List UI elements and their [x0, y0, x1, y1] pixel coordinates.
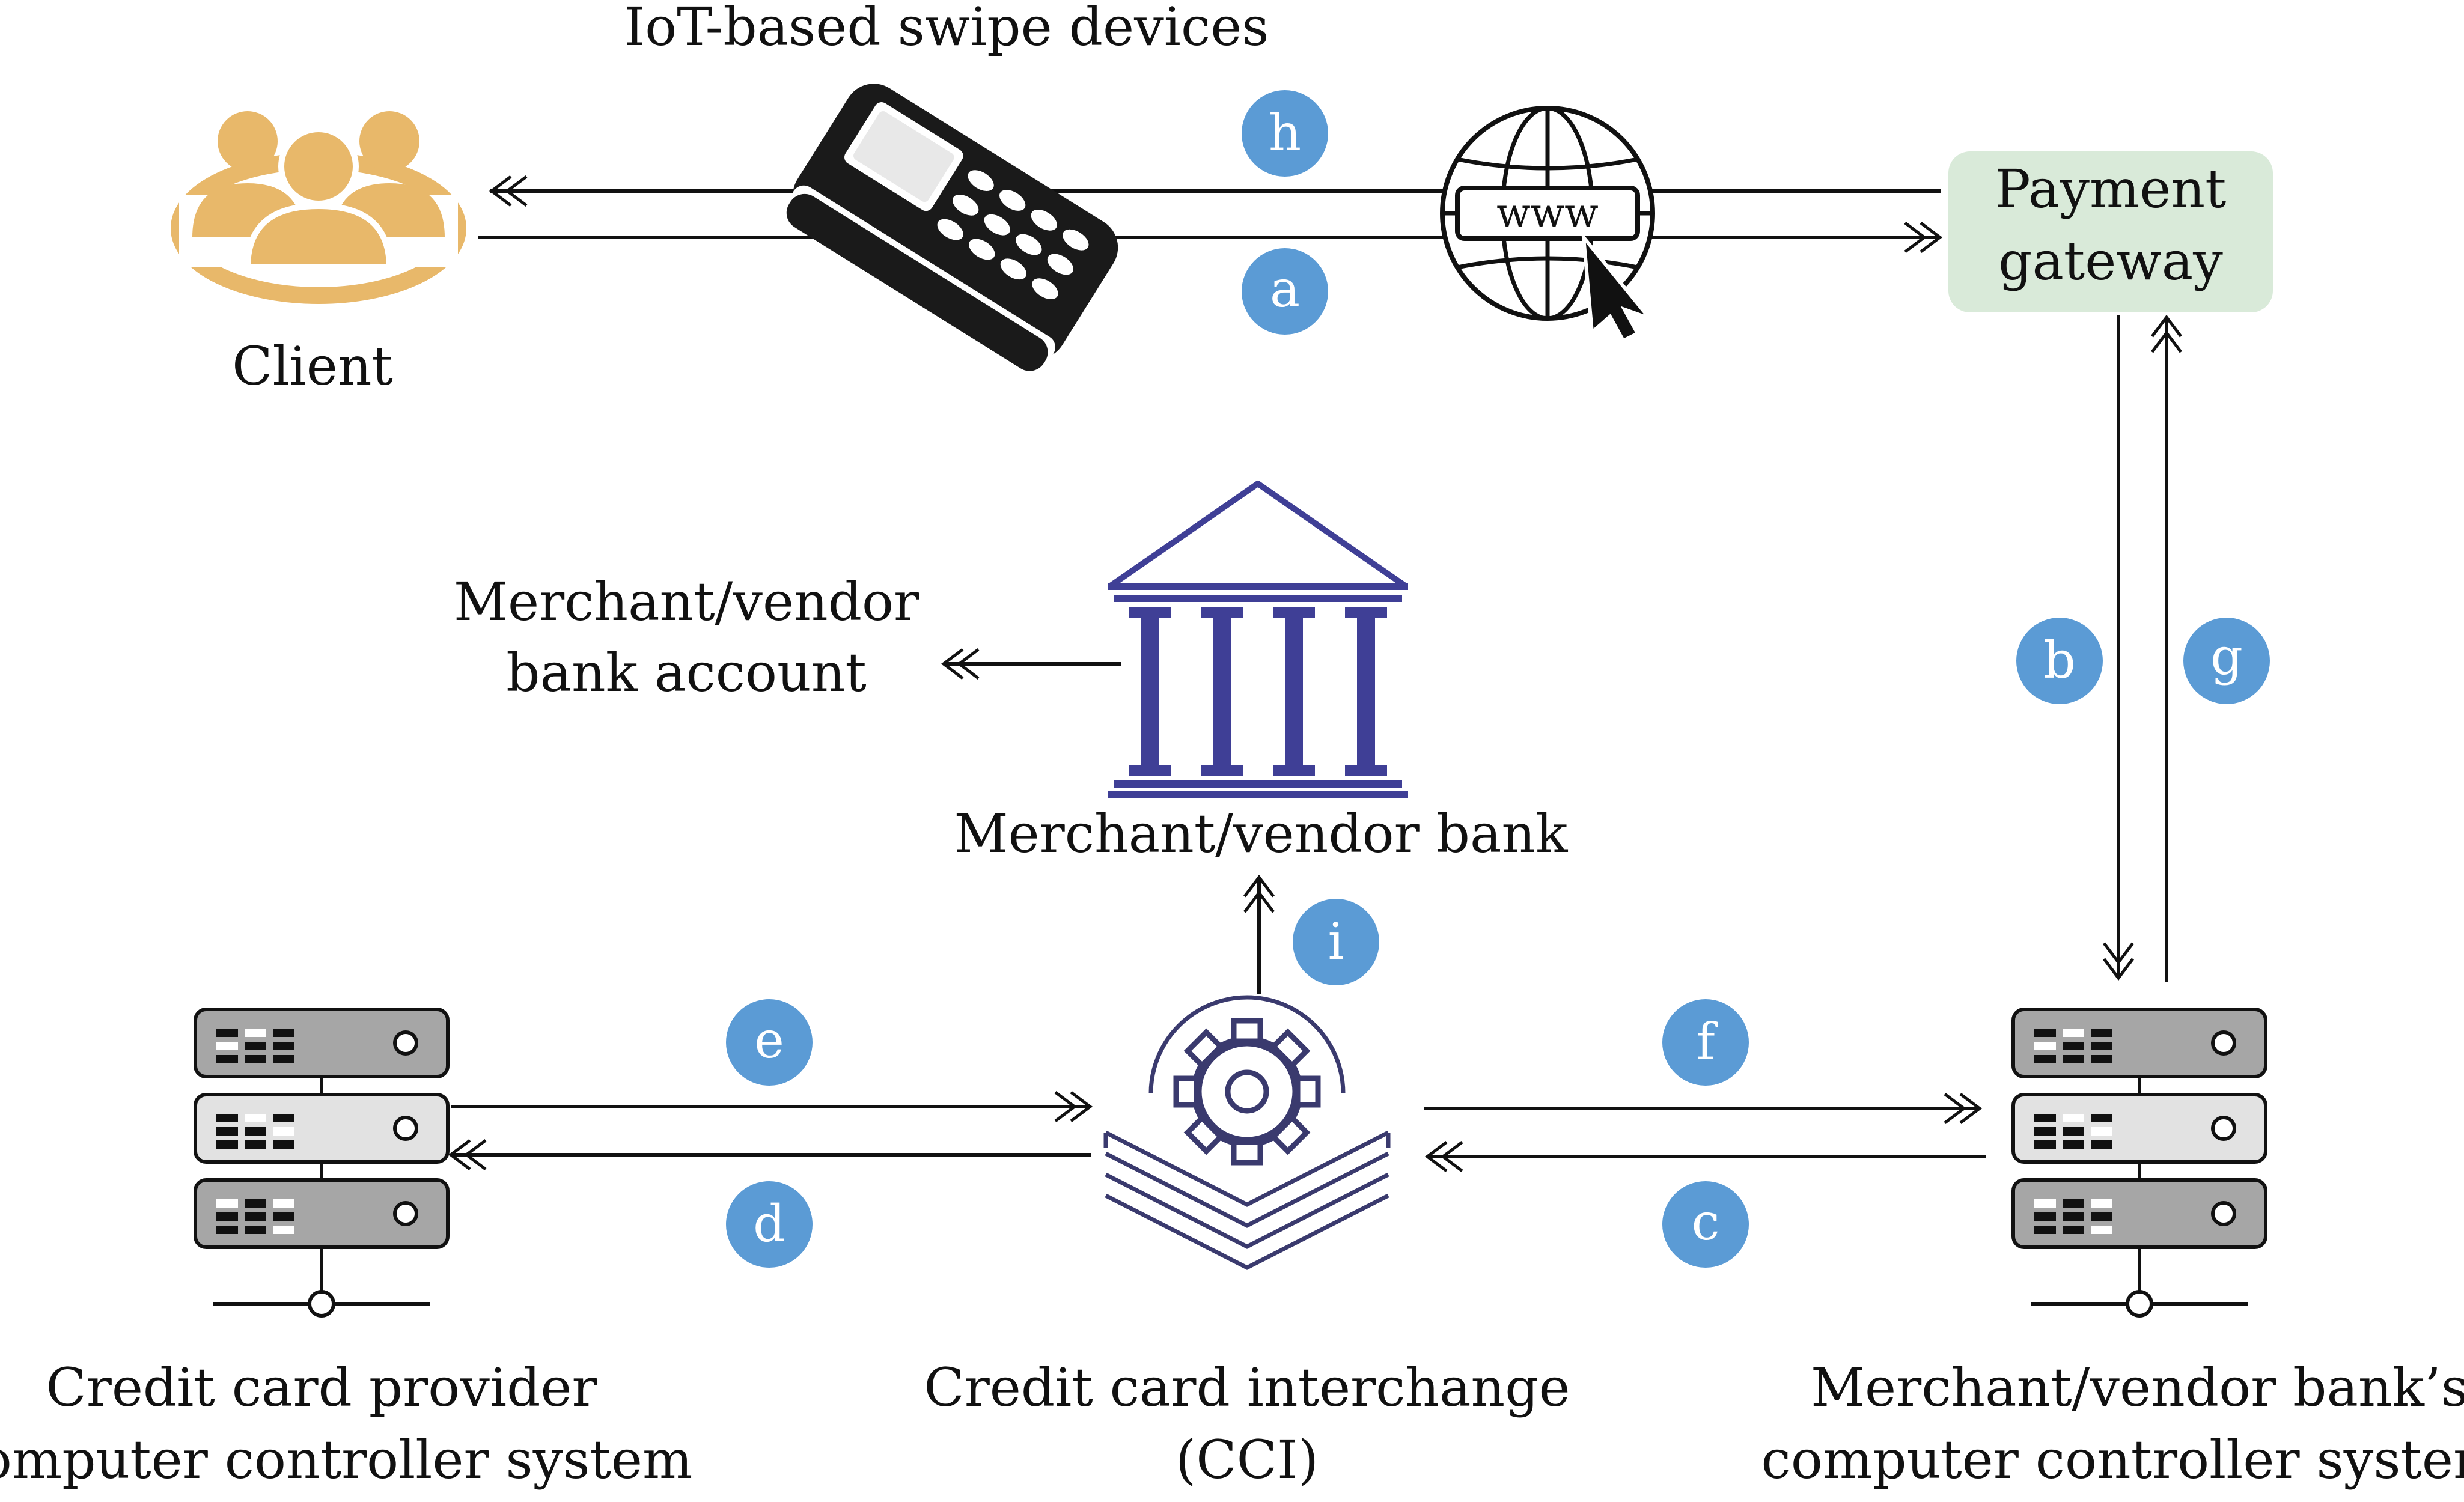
step-badge-f-label: f	[1696, 1012, 1718, 1071]
cci-label-line1: Credit card interchange	[924, 1357, 1570, 1418]
arrow-f-head	[1944, 1093, 1983, 1124]
www-label: www	[1496, 190, 1598, 236]
connector-lines	[448, 175, 2182, 1172]
arrow-g-head	[2151, 314, 2182, 353]
server-rack-icon	[195, 1009, 448, 1316]
step-badge-a-label: a	[1270, 260, 1300, 318]
server-rack-icon	[2013, 1009, 2266, 1316]
step-badge-b-label: b	[2043, 631, 2076, 690]
step-badge-a: a	[1242, 248, 1328, 335]
provider-label-line2: computer controller system	[0, 1429, 692, 1491]
step-badge-h: h	[1242, 90, 1328, 177]
step-badge-i-label: i	[1328, 912, 1344, 971]
merchant-system-label-line2: computer controller system	[1761, 1429, 2464, 1491]
arrow-c-head	[1424, 1141, 1463, 1172]
provider-label-line1: Credit card provider	[46, 1357, 597, 1418]
arrow-b-head	[2103, 942, 2134, 981]
step-badge-i: i	[1293, 899, 1379, 985]
globe-www-cursor-icon: www	[1440, 106, 1656, 343]
gear-stack-icon	[1103, 995, 1391, 1270]
step-badge-h-label: h	[1269, 103, 1301, 162]
payment-gateway-label-line1: Payment	[1995, 158, 2227, 220]
step-badge-e-label: e	[754, 1011, 784, 1069]
arrow-h-head	[489, 175, 528, 207]
step-badge-d: d	[726, 1181, 813, 1268]
client-label: Client	[232, 335, 393, 397]
payment-gateway-label-line2: gateway	[1998, 230, 2223, 292]
step-badge-f: f	[1662, 999, 1749, 1086]
iot-devices-label: IoT-based swipe devices	[624, 0, 1269, 58]
merchant-bank-label: Merchant/vendor bank	[954, 803, 1569, 865]
merchant-account-label-line1: Merchant/vendor	[454, 571, 919, 633]
step-badge-c: c	[1662, 1181, 1749, 1268]
arrow-i-head	[1243, 874, 1275, 913]
cci-label-line2: (CCI)	[1176, 1429, 1319, 1491]
arrow-account-head	[941, 648, 980, 680]
step-badge-d-label: d	[753, 1194, 785, 1253]
arrow-a-head	[1904, 222, 1943, 253]
arrow-e-head	[1054, 1091, 1093, 1122]
users-group-icon	[171, 111, 466, 304]
merchant-system-label-line1: Merchant/vendor bank’s	[1811, 1357, 2464, 1418]
card-terminal-icon	[786, 84, 1118, 371]
payment-gateway-node: Payment gateway	[1948, 151, 2273, 312]
arrow-d-head	[448, 1139, 487, 1170]
step-badge-e: e	[726, 999, 813, 1086]
step-badge-g: g	[2183, 618, 2270, 704]
bank-building-icon	[1108, 481, 1408, 798]
step-badge-c-label: c	[1691, 1193, 1719, 1251]
step-badge-b: b	[2016, 618, 2103, 704]
merchant-account-label-line2: bank account	[506, 642, 867, 704]
step-badge-g-label: g	[2210, 627, 2243, 686]
